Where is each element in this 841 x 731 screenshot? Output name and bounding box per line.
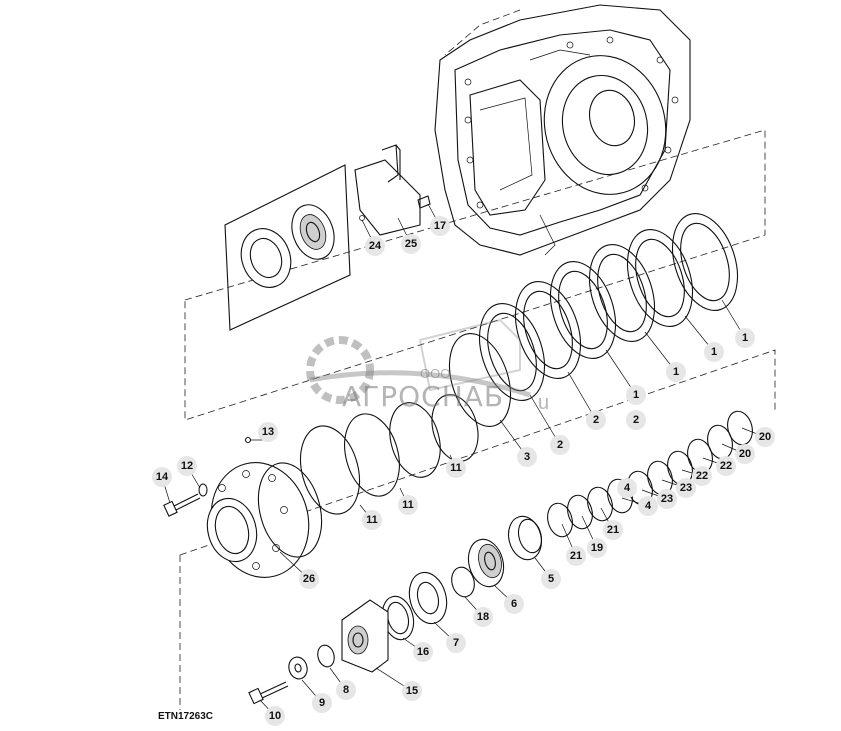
callout-text: 26 (303, 573, 315, 585)
retaining-parts (248, 644, 335, 705)
callout: 11 (398, 495, 418, 515)
callout-text: 10 (269, 710, 281, 722)
transmission-housing (434, 4, 691, 256)
callout-text: 2 (633, 414, 639, 426)
callout: 20 (735, 444, 755, 464)
callout: 16 (413, 642, 433, 662)
callout: 4 (638, 496, 658, 516)
callout-text: 7 (453, 637, 459, 649)
callout: 6 (504, 594, 524, 614)
callout: 17 (430, 216, 450, 236)
wheel-hub (206, 462, 323, 578)
callout-text: 14 (156, 471, 169, 483)
callout: 2 (586, 410, 606, 430)
callout: 14 (152, 467, 172, 487)
callout-text: 25 (405, 238, 417, 250)
callout-text: 18 (477, 611, 489, 623)
washer-stack (381, 566, 475, 641)
assembly-frame-lower (179, 349, 776, 710)
callout: 1 (704, 342, 724, 362)
callout-text: 11 (366, 514, 378, 526)
drawing-id: ETN17263C (158, 711, 214, 722)
callout: 1 (735, 328, 755, 348)
callout: 2 (550, 435, 570, 455)
callout-text: 3 (524, 451, 530, 463)
callout-text: 16 (417, 646, 429, 658)
callout-text: 22 (720, 460, 732, 472)
callout: 13 (258, 422, 278, 442)
callout-text: 8 (343, 684, 349, 696)
callout-text: 23 (661, 493, 673, 505)
callout-text: 21 (607, 524, 619, 536)
bearing-detail-box (224, 164, 351, 331)
callout: 25 (401, 234, 421, 254)
planetary-carrier (341, 599, 389, 673)
callout-text: 11 (450, 462, 462, 474)
callout: 18 (473, 607, 493, 627)
shim-plate-assembly (354, 144, 431, 236)
callout-text: 19 (591, 542, 603, 554)
callout: 1 (626, 385, 646, 405)
callout: 5 (541, 569, 561, 589)
callout: 21 (603, 520, 623, 540)
callout: 12 (177, 456, 197, 476)
fitting-13 (244, 436, 252, 444)
callout-text: 20 (739, 448, 751, 460)
callout: 23 (657, 489, 677, 509)
callout: 9 (312, 693, 332, 713)
callout-text: 23 (680, 482, 692, 494)
callout: 3 (517, 447, 537, 467)
gasket-rings (448, 213, 738, 428)
assembly-frame-upper (184, 129, 766, 421)
bearing-cup-cone (467, 515, 543, 588)
callout-text: 21 (570, 550, 582, 562)
callout: 10 (265, 706, 285, 726)
callout-text: 4 (645, 500, 652, 512)
callout-text: 13 (262, 426, 274, 438)
callout: 26 (299, 569, 319, 589)
callout: 7 (446, 633, 466, 653)
callout-text: 1 (673, 366, 679, 378)
callout-text: 22 (696, 470, 708, 482)
callout-text: 1 (711, 346, 717, 358)
callout-text: 2 (593, 414, 599, 426)
callout: 1 (666, 362, 686, 382)
callout: 19 (587, 538, 607, 558)
callout: 20 (755, 427, 775, 447)
callout-text: 17 (434, 220, 446, 232)
callout-text: 6 (511, 598, 517, 610)
callout-text: 24 (369, 240, 382, 252)
callout-text: 2 (557, 439, 563, 451)
callout-text: 11 (402, 499, 414, 511)
o-rings (300, 394, 479, 515)
callout-text: 9 (319, 697, 325, 709)
callout: 15 (402, 681, 422, 701)
callout: 4 (617, 478, 637, 498)
callout: 22 (692, 466, 712, 486)
callout: 21 (566, 546, 586, 566)
callout: 8 (336, 680, 356, 700)
callout-text: 1 (742, 332, 748, 344)
callout-labels: 1 1 1 1 2 2 2 3 4 4 5 6 7 8 9 10 11 11 1… (152, 216, 775, 726)
callout: 24 (365, 236, 385, 256)
callout: 11 (362, 510, 382, 530)
callout-text: 15 (406, 685, 418, 697)
callout-text: 5 (548, 573, 554, 585)
callout-text: 4 (624, 482, 631, 494)
callout-text: 1 (633, 389, 639, 401)
callout-text: 20 (759, 431, 771, 443)
callout: 22 (716, 456, 736, 476)
callout: 23 (676, 478, 696, 498)
callout: 11 (446, 458, 466, 478)
bolt-14 (163, 483, 208, 517)
callout: 2 (626, 410, 646, 430)
callout-text: 12 (181, 460, 193, 472)
